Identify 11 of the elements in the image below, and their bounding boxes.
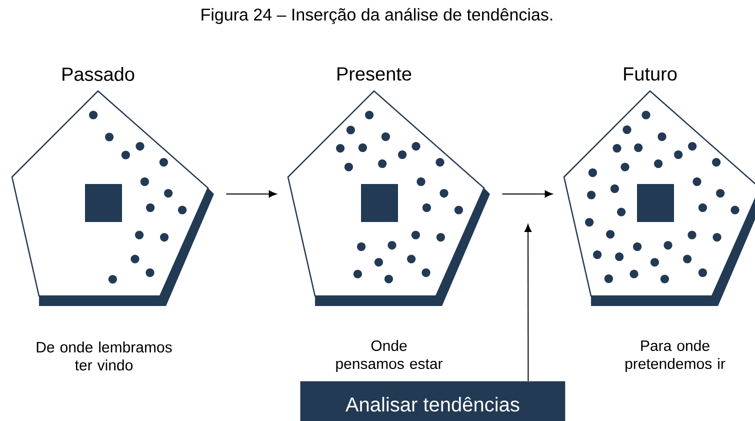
action-box: Analisar tendências — [300, 381, 566, 421]
stage-caption: Para onde pretendemos ir — [626, 340, 726, 372]
arrow — [524, 224, 532, 382]
stage-heading: Futuro — [624, 67, 677, 81]
stage-heading: Passado — [62, 67, 134, 81]
stage-heading: Presente — [338, 67, 412, 81]
arrow — [226, 190, 277, 198]
stage-caption: De onde lembramos ter vindo — [36, 342, 172, 370]
stage-caption: Onde pensamos estar — [336, 340, 442, 372]
figure-title: Figura 24 – Inserção da análise de tendências. — [202, 8, 552, 24]
arrow — [502, 190, 553, 198]
